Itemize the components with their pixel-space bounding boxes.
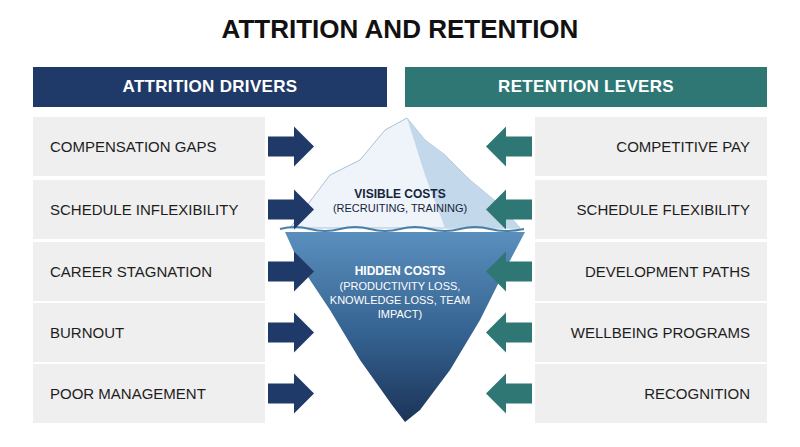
iceberg-peak	[290, 118, 520, 228]
node-label: HIDDEN COSTS	[355, 264, 446, 278]
lever-box: COMPETITIVE PAY	[535, 117, 767, 176]
section-header: ATTRITION DRIVERS	[33, 67, 387, 107]
block-arrow	[268, 374, 314, 414]
node-label: WELLBEING PROGRAMS	[535, 324, 750, 341]
node-label: CAREER STAGNATION	[50, 263, 265, 280]
node-label: VISIBLE COSTS	[354, 187, 445, 201]
lever-box: SCHEDULE FLEXIBILITY	[535, 180, 767, 239]
block-arrow	[268, 252, 314, 292]
driver-box: CAREER STAGNATION	[33, 242, 265, 301]
block-arrow	[268, 127, 314, 167]
waterline	[280, 227, 524, 231]
node-label: BURNOUT	[50, 324, 265, 341]
block-arrow	[268, 313, 314, 353]
lever-box: DEVELOPMENT PATHS	[535, 242, 767, 301]
node-detail: (PRODUCTIVITY LOSS, KNOWLEDGE LOSS, TEAM…	[322, 280, 478, 321]
block-arrow	[486, 374, 532, 414]
lever-box: RECOGNITION	[535, 364, 767, 423]
node-label: ATTRITION DRIVERS	[123, 77, 298, 97]
driver-box: BURNOUT	[33, 303, 265, 362]
node-label: COMPETITIVE PAY	[535, 138, 750, 155]
block-arrow	[268, 190, 314, 230]
node-label: DEVELOPMENT PATHS	[535, 263, 750, 280]
node-label: RETENTION LEVERS	[498, 77, 674, 97]
node-label: POOR MANAGEMENT	[50, 385, 265, 402]
node-detail: (RECRUITING, TRAINING)	[333, 202, 467, 214]
block-arrow	[486, 252, 532, 292]
diagram-title: ATTRITION AND RETENTION	[0, 14, 800, 45]
node-label: SCHEDULE INFLEXIBILITY	[50, 201, 265, 218]
node-label: COMPENSATION GAPS	[50, 138, 265, 155]
block-arrow	[486, 190, 532, 230]
block-arrow	[486, 127, 532, 167]
block-arrow	[486, 313, 532, 353]
driver-box: COMPENSATION GAPS	[33, 117, 265, 176]
section-header: RETENTION LEVERS	[405, 67, 767, 107]
node-label: RECOGNITION	[535, 385, 750, 402]
driver-box: SCHEDULE INFLEXIBILITY	[33, 180, 265, 239]
iceberg-visible-part: VISIBLE COSTS(RECRUITING, TRAINING)	[315, 176, 485, 224]
lever-box: WELLBEING PROGRAMS	[535, 303, 767, 362]
node-label: SCHEDULE FLEXIBILITY	[535, 201, 750, 218]
iceberg-hidden-part: HIDDEN COSTS (PRODUCTIVITY LOSS, KNOWLEDG…	[322, 252, 478, 334]
driver-box: POOR MANAGEMENT	[33, 364, 265, 423]
